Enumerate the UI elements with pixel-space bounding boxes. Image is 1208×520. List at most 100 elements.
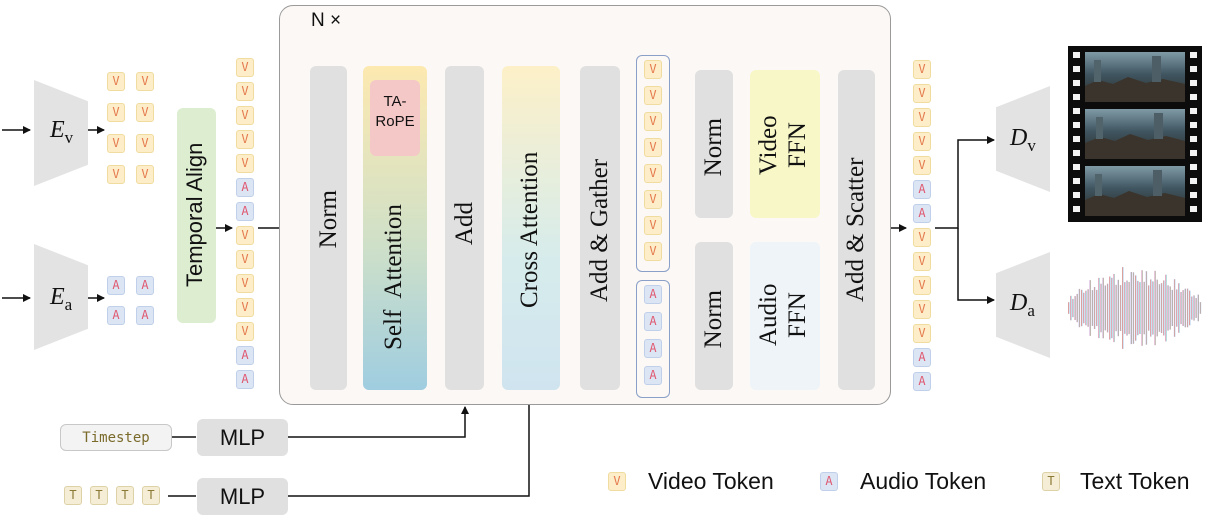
- add-gather-block: [580, 66, 620, 390]
- video-film-strip: [1068, 46, 1202, 222]
- waveform-bar: [1122, 267, 1124, 349]
- audio-ffn-label: Audio FFN: [755, 283, 811, 347]
- waveform-bar: [1189, 290, 1191, 326]
- legend-video-label: Video Token: [648, 468, 774, 494]
- audio-token: A: [236, 346, 254, 365]
- waveform-bar: [1135, 275, 1137, 341]
- audio-token: A: [913, 348, 931, 367]
- audio-ffn-block: [750, 242, 820, 390]
- legend-audio-label: Audio Token: [860, 468, 987, 494]
- waveform-bar: [1085, 290, 1087, 326]
- waveform-bar: [1160, 283, 1163, 333]
- waveform-bar: [1093, 287, 1096, 329]
- waveform-bar: [1109, 276, 1111, 340]
- waveform-bar: [1087, 289, 1089, 327]
- waveform-bar: [1148, 285, 1150, 331]
- audio-token: A: [913, 180, 931, 199]
- video-token: V: [913, 324, 931, 343]
- audio-token: A: [644, 312, 662, 331]
- waveform-bar: [1165, 274, 1167, 342]
- text-token: T: [90, 486, 108, 505]
- norm-label: Norm: [315, 190, 342, 249]
- ta-rope-label: TA- RoPE: [375, 93, 415, 130]
- waveform-bar: [1158, 284, 1161, 332]
- repeat-label: N ×: [311, 10, 342, 31]
- text-mlp-block: MLP: [197, 478, 288, 515]
- waveform-bar: [1137, 280, 1139, 336]
- waveform-bar: [1124, 282, 1126, 334]
- waveform-bar: [1081, 289, 1083, 327]
- waveform-bar: [1126, 280, 1128, 336]
- video-token: V: [107, 134, 125, 153]
- video-token: V: [236, 106, 254, 125]
- legend-text-swatch: T: [1042, 472, 1060, 491]
- waveform-bar: [1199, 302, 1202, 314]
- add-scatter-block: [838, 70, 875, 390]
- add-label: Add: [451, 202, 478, 246]
- waveform-bar: [1180, 292, 1182, 325]
- waveform-bar: [1102, 277, 1104, 339]
- video-token: V: [644, 216, 662, 235]
- video-token: V: [644, 164, 662, 183]
- video-ffn-block: [750, 70, 820, 218]
- video-token: V: [913, 156, 931, 175]
- waveform-bar: [1197, 294, 1199, 322]
- video-token: V: [236, 58, 254, 77]
- timestep-input: Timestep: [60, 424, 172, 451]
- waveform-bar: [1072, 298, 1074, 318]
- video-decoder-label: Dv: [1010, 125, 1036, 155]
- legend: V Video Token A Audio Token T Text Token: [604, 468, 1208, 498]
- waveform-bar: [1132, 272, 1135, 344]
- waveform-bar: [1186, 288, 1189, 328]
- film-frame: [1085, 166, 1185, 216]
- waveform-bar: [1182, 290, 1184, 326]
- video-token: V: [644, 190, 662, 209]
- text-token: T: [142, 486, 160, 505]
- video-token: V: [236, 226, 254, 245]
- audio-token: A: [913, 204, 931, 223]
- video-token: V: [136, 72, 154, 91]
- audio-token-group: [636, 280, 670, 398]
- video-token: V: [136, 165, 154, 184]
- temporal-align-label: Temporal Align: [182, 142, 207, 288]
- video-token: V: [913, 84, 931, 103]
- waveform-bar: [1096, 289, 1098, 327]
- video-token: V: [644, 60, 662, 79]
- video-token: V: [236, 82, 254, 101]
- video-token: V: [136, 103, 154, 122]
- waveform-bar: [1068, 302, 1070, 314]
- audio-token: A: [136, 306, 154, 325]
- waveform-bar: [1098, 277, 1100, 339]
- audio-token: A: [644, 339, 662, 358]
- waveform-bar: [1111, 277, 1113, 339]
- waveform-bar: [1119, 285, 1122, 331]
- audio-token: A: [136, 276, 154, 295]
- waveform-bar: [1128, 282, 1130, 335]
- waveform-bar: [1156, 279, 1158, 337]
- legend-text-label: Text Token: [1080, 468, 1190, 494]
- waveform-bar: [1141, 270, 1143, 346]
- video-token: V: [107, 165, 125, 184]
- video-token: V: [236, 322, 254, 341]
- waveform-bar: [1104, 285, 1106, 331]
- waveform-bar: [1115, 284, 1117, 332]
- audio-encoder-label: Ea: [50, 284, 73, 314]
- norm-block: [310, 66, 347, 390]
- audio-norm-block: [695, 242, 733, 390]
- video-token: V: [913, 252, 931, 271]
- waveform-bar: [1143, 281, 1145, 335]
- waveform-bar: [1113, 274, 1115, 343]
- waveform-bar: [1139, 282, 1141, 334]
- video-token: V: [644, 138, 662, 157]
- video-token: V: [913, 300, 931, 319]
- audio-token: A: [236, 202, 254, 221]
- audio-token: A: [107, 306, 125, 325]
- video-token: V: [644, 86, 662, 105]
- video-token: V: [644, 112, 662, 131]
- video-token: V: [913, 108, 931, 127]
- video-token: V: [913, 60, 931, 79]
- video-token: V: [236, 130, 254, 149]
- add-block: [445, 66, 484, 390]
- add-scatter-label: Add & Scatter: [842, 157, 869, 303]
